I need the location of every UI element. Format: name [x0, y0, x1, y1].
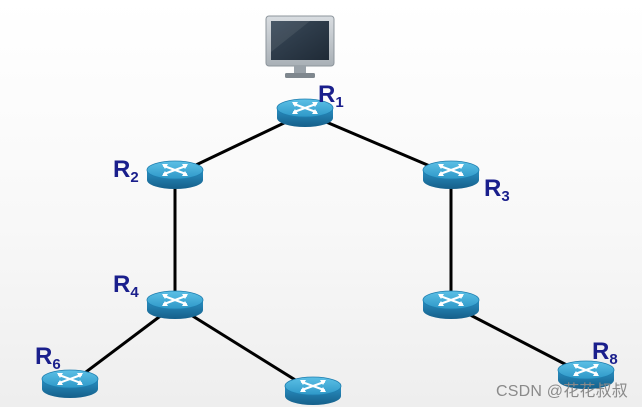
link-r1-r3 [304, 111, 452, 177]
r1-label: R1 [318, 81, 344, 111]
link-r4-r6 [69, 303, 176, 386]
r4-router-icon [146, 290, 204, 319]
pc-computer-monitor-icon [265, 15, 335, 78]
r1-label-subscript: 1 [335, 94, 343, 111]
r3-label: R3 [484, 175, 510, 205]
r3-router-icon [422, 160, 480, 189]
r8-label-subscript: 8 [609, 351, 617, 368]
r2-label-subscript: 2 [130, 169, 138, 186]
link-r4-r7 [174, 303, 314, 393]
r3-label-subscript: 3 [501, 188, 509, 205]
r1-router-icon [276, 98, 334, 127]
links-layer [69, 111, 587, 393]
r6-router-icon [41, 369, 99, 398]
r8-router-icon [557, 360, 615, 389]
r2-router-icon [146, 160, 204, 189]
r4-label: R4 [113, 271, 139, 301]
watermark-text: CSDN @花花叔叔 [495, 383, 628, 400]
r7-router-icon [284, 376, 342, 405]
nodes-layer [41, 15, 615, 405]
r6-label-subscript: 6 [52, 356, 60, 373]
r4-label-subscript: 4 [130, 284, 139, 301]
r8-label: R8 [592, 338, 618, 368]
r5-router-icon [422, 290, 480, 319]
r2-label: R2 [113, 156, 139, 186]
r6-label: R6 [35, 343, 61, 373]
link-r5-r8 [450, 303, 587, 377]
